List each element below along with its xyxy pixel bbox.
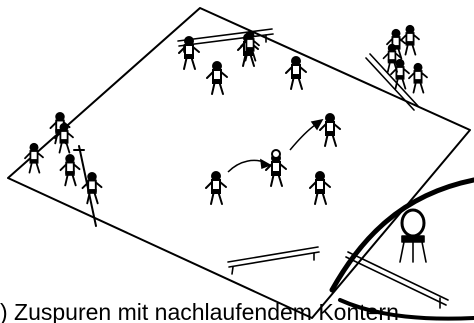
arrow-head [312,120,322,129]
wall-curve [332,180,474,290]
ball [272,150,280,158]
player [179,37,199,69]
run-arrow [290,123,318,150]
referee-chair [400,210,426,262]
player [207,62,227,94]
spectator [61,155,80,185]
player [206,172,226,204]
player [320,114,340,146]
spectator [409,64,427,93]
pass-arrow [228,160,266,172]
bench-bottom [228,247,319,274]
player [310,172,330,204]
spectator [391,60,409,89]
spectator [401,26,419,55]
caption: ) Zuspuren mit nachlaufendem Kontern [0,298,474,323]
player [286,57,306,89]
